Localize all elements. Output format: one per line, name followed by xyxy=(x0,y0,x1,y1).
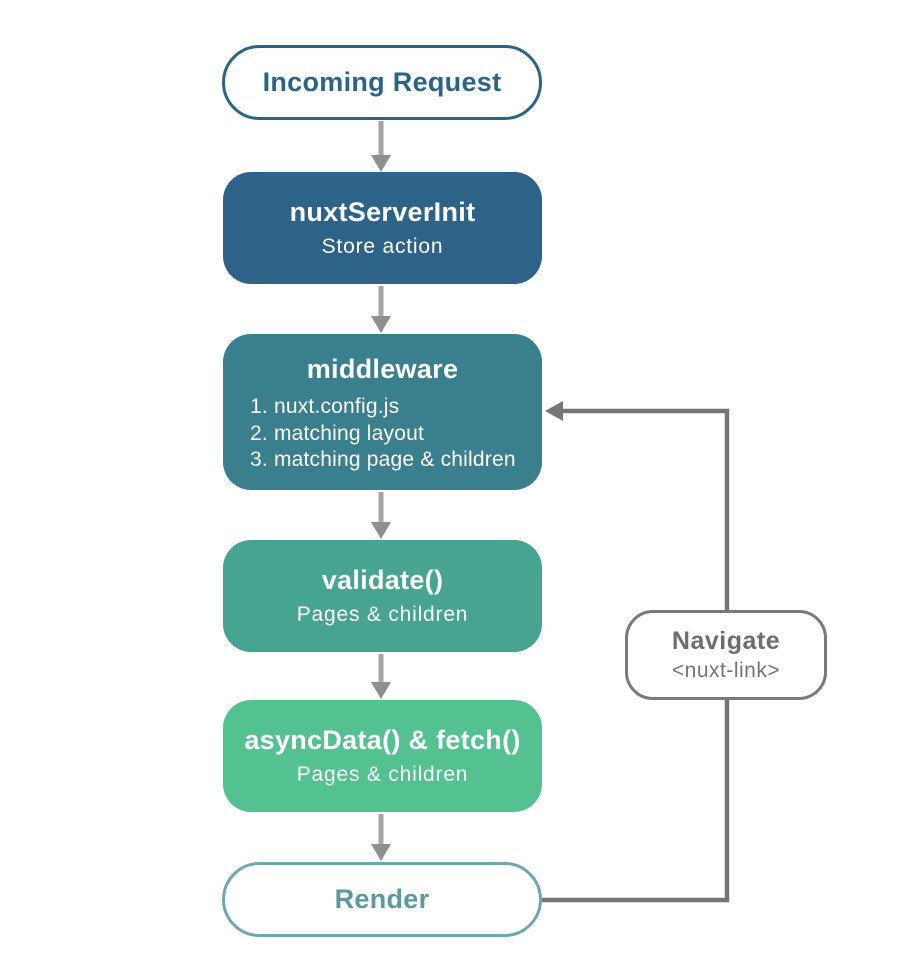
middleware-list-item: 2. matching layout xyxy=(250,421,425,445)
arrow-down-asyncdata-to-render xyxy=(371,814,391,861)
middleware-list-item: 1. nuxt.config.js xyxy=(250,395,400,418)
node-async-data: asyncData() & fetch() Pages & children xyxy=(223,700,542,812)
node-middleware: middleware 1. nuxt.config.js 2. matching… xyxy=(223,334,542,490)
navigate-subtitle: <nuxt-link> xyxy=(671,659,781,682)
validate-title: validate() xyxy=(321,565,444,595)
arrow-down-incoming-to-nuxtserverinit xyxy=(371,121,391,172)
node-validate: validate() Pages & children xyxy=(223,540,542,652)
incoming-request-label: Incoming Request xyxy=(262,67,502,97)
node-nuxt-server-init: nuxtServerInit Store action xyxy=(223,172,542,284)
render-label: Render xyxy=(334,884,430,914)
navigate-title: Navigate xyxy=(671,627,781,655)
middleware-title: middleware xyxy=(306,354,459,384)
async-data-subtitle: Pages & children xyxy=(296,763,469,786)
async-data-title: asyncData() & fetch() xyxy=(244,725,521,755)
middleware-list: 1. nuxt.config.js 2. matching layout 3. … xyxy=(223,394,542,474)
validate-subtitle: Pages & children xyxy=(296,603,469,626)
node-navigate: Navigate <nuxt-link> xyxy=(625,610,827,700)
node-render: Render xyxy=(222,862,542,937)
nuxt-server-init-subtitle: Store action xyxy=(321,235,444,258)
arrow-down-validate-to-asyncdata xyxy=(371,654,391,699)
arrow-down-middleware-to-validate xyxy=(371,492,391,539)
node-incoming-request: Incoming Request xyxy=(222,45,542,120)
arrow-down-nuxtserverinit-to-middleware xyxy=(371,286,391,333)
nuxt-server-init-title: nuxtServerInit xyxy=(289,197,476,227)
middleware-list-item: 3. matching page & children xyxy=(250,448,516,471)
